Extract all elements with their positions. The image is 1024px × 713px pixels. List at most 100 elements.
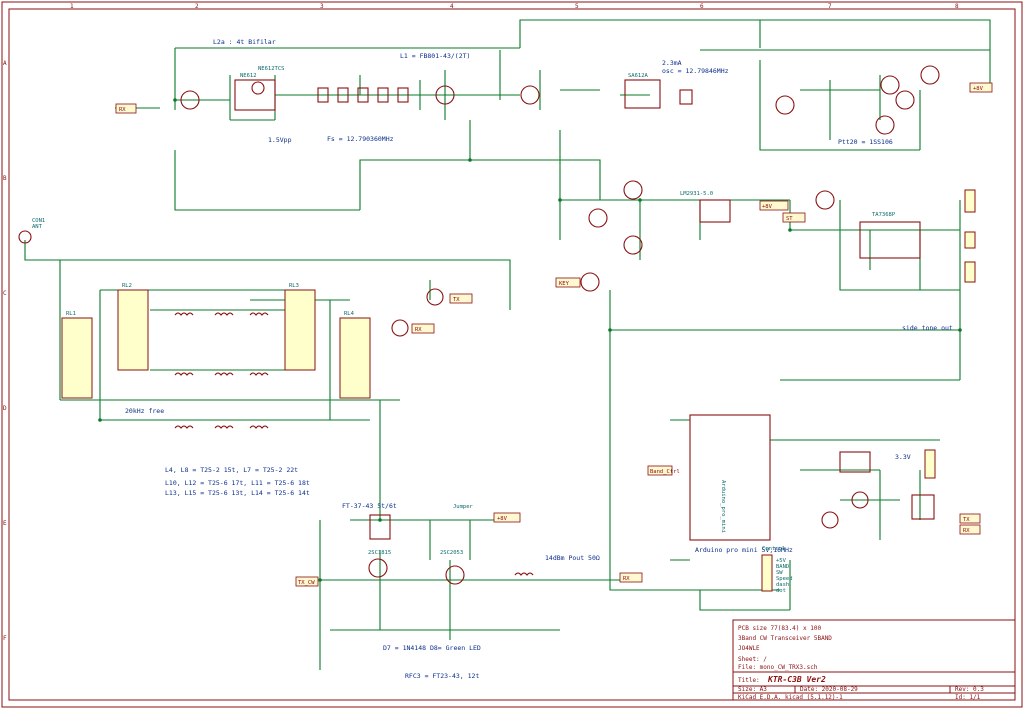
transistor-q4 [520,85,540,105]
lpf-inductors-15m [174,425,269,429]
relay-rl1 [61,317,93,399]
note-mixer: NE612TCS [258,66,285,72]
u4-label: TA7368P [872,212,896,218]
controller-section: Arduino_pro_mini Arduino pro mini 5V,16M… [609,330,981,611]
audio-amp-section: Ptt20 = 1SS106 +8V [700,49,993,151]
col-5: 5 [575,3,579,10]
transistor-final [445,565,465,585]
ctrl-pin-4: Speed [776,576,793,582]
note-lpf-b: L10, L12 = T25-6 17t, L11 = T25-6 18t [165,479,310,487]
audio-amp-u4 [859,221,921,259]
connector-j4 [964,261,976,283]
regulator-3v3 [839,451,871,473]
transistor-q8 [880,75,900,95]
row-e: E [3,520,7,527]
tx-cw-tag [295,576,319,587]
crystal-x5 [397,87,409,103]
note-side-tone: side tone out [902,324,953,332]
inner-frame [8,8,1016,701]
vcc-5v-label: +8V [762,204,773,210]
junctions [98,98,962,582]
mixer-ic-u1 [234,79,276,111]
col-8: 8 [955,3,959,10]
tx-cw-label: TX_CW [298,580,315,586]
relay-rl3-label: RL3 [289,283,299,289]
note-crystal-freq: Fs = 12.790360MHz [327,135,394,143]
note-freq-20m: 20kHz free [125,407,164,415]
row-b: B [3,175,7,182]
transistor-q9 [920,65,940,85]
u3-label: LM2931-5.0 [680,191,713,197]
tb-rev: Rev: 0.3 [955,686,984,693]
note-inductors: L1 = FB801-43/(2T) [400,52,470,60]
key-tag [555,277,581,288]
transistor-q18 [426,288,444,306]
transistor-q7 [775,95,795,115]
receiver-section: NE612 SA612A L2a : 4t Bifilar NE612TCS L… [115,19,991,211]
relay-rl3 [284,289,316,371]
relay-rl1-label: RL1 [66,311,76,317]
arduino-a1 [689,414,771,541]
regulator-u3 [699,199,731,223]
ant-ref: CON1 [32,218,45,224]
row-f: F [3,635,7,642]
tb-date: Date: 2020-08-29 [800,686,858,693]
connector-j2 [964,189,976,213]
sidetone-label: ST [786,216,793,222]
regulator-section: LM2931-5.0 TA7368P side tone out KEY +8V… [555,160,976,332]
note-ptt: Ptt20 = 1SS106 [838,138,893,146]
col-1: 1 [70,3,74,10]
crystal-x2 [337,87,349,103]
band-tag-b-label: RX [415,327,422,333]
u1-label: NE612 [240,73,257,79]
lpf-inductors-40m [174,312,269,316]
tx-lpf-inductor [514,572,534,576]
relay-rl4-label: RL4 [344,311,355,317]
crystal-x1 [317,87,329,103]
vcc-tx-tag [493,512,521,523]
crystal-bfo [679,89,693,105]
transistor-q3 [435,85,455,105]
note-osc-freq: osc = 12.79846MHz [662,67,729,75]
col-6: 6 [700,3,704,10]
note-pwr: 14dBm Pout 50Ω [545,554,600,562]
control-label: Control [762,546,785,552]
note-lpf-c: L13, L15 = T25-6 13t, L14 = T25-6 14t [165,489,310,497]
vcc-5v-tag [759,200,789,211]
ctrl-pin-6: dot [776,588,786,594]
col-4: 4 [450,3,454,10]
transistor-q16 [815,190,835,210]
tb-title: KTR-C3B Ver2 [767,675,826,684]
row-markers: A B C D E F [3,60,7,642]
lpf-inductors-20m [174,372,269,376]
transistor-q19 [851,491,869,509]
band-tag-a-label: TX [453,297,460,303]
connector-j3 [964,231,976,249]
vcc-label: +8V [973,86,984,92]
arduino-label: Arduino_pro_mini [720,480,726,533]
col-2: 2 [195,3,199,10]
lpf-section: CON1 ANT RL1 RL2 RL3 RL4 20kHz free L4, … [18,218,511,497]
note-lpf-a: L4, L8 = T25-2 15t, L7 = T25-2 22t [165,466,298,474]
out-tag-b-label: RX [963,528,970,534]
ant-label: ANT [32,224,43,230]
antenna-connector [18,230,32,244]
tx-section: 2SC1815 2SC2053 FT-37-43 5t/6t Jumper 14… [295,490,643,680]
out-tag-a [959,513,981,524]
band-ctl-tag [647,465,673,476]
column-markers: 1 2 3 4 5 6 7 8 [70,3,959,10]
tb-title-label: Title: [738,677,760,684]
connector-j7 [761,554,773,592]
col-3: 3 [320,3,324,10]
final-label: 2SC2053 [440,550,463,556]
tb-pcb: PCB size 77(83.4) x 100 [738,625,821,632]
vcc-tag [969,82,993,93]
note-3v3: 3.3V [895,453,911,461]
row-d: D [3,405,7,412]
rx-input-tag [115,103,137,114]
ctrl-pin-5: dash [776,582,789,588]
ctrl-pin-2: BAND [776,564,789,570]
title-block: PCB size 77(83.4) x 100 3Band CW Transce… [732,619,1016,701]
out-tag-a-label: TX [963,517,970,523]
tb-author: JO4WLE [738,645,760,652]
